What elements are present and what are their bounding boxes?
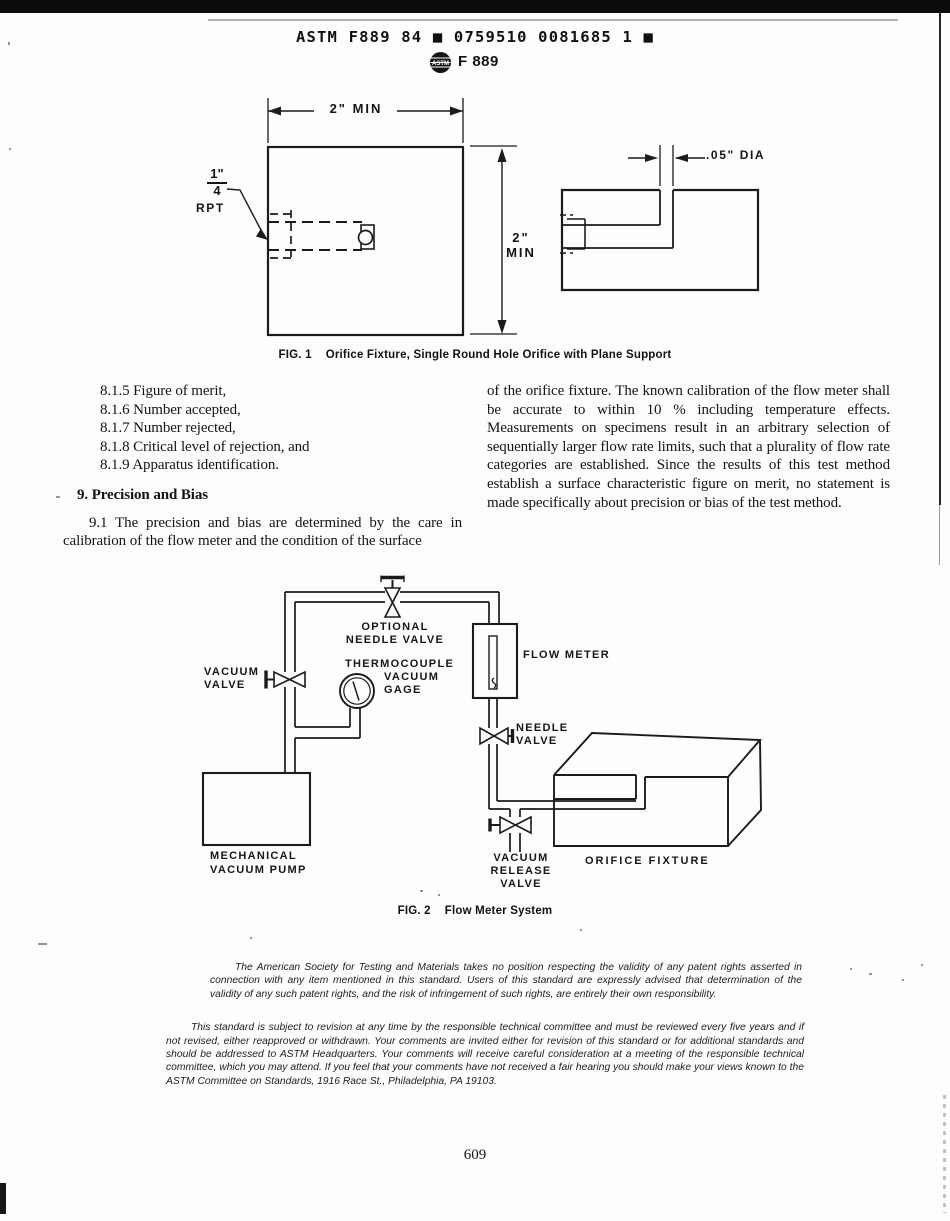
scan-speck	[250, 937, 252, 939]
orifice-fixture-label: ORIFICE FIXTURE	[585, 855, 710, 867]
scan-speck	[921, 964, 923, 966]
label-line: VALVE	[516, 735, 558, 747]
needle-valve-symbol	[479, 726, 515, 746]
list-item: 8.1.5 Figure of merit,	[100, 383, 227, 399]
label-line: VALVE	[204, 679, 246, 691]
flow-meter-symbol	[471, 622, 519, 700]
page-number: 609	[463, 1147, 487, 1163]
vacuum-pump-label: MECHANICAL VACUUM PUMP	[210, 849, 307, 877]
fig1-thread-fraction: 1" 4	[201, 167, 233, 198]
label-line: VACUUM PUMP	[210, 864, 307, 876]
left-column: 8.1.5 Figure of merit, 8.1.6 Number acce…	[63, 382, 462, 551]
orifice-fixture-symbol	[553, 732, 763, 847]
fig1-height-dimension-label: 2" MIN	[498, 230, 544, 260]
fig1-width-dimension-label: 2" MIN	[329, 101, 383, 116]
fig2-caption: FIG. 2 Flow Meter System	[0, 905, 950, 917]
fig1-diameter-dimension-label: .05" DIA	[706, 148, 766, 162]
scan-bottom-left-mark	[0, 1183, 6, 1214]
fig2-caption-title: Flow Meter System	[444, 905, 553, 917]
scan-right-edge-faded	[939, 505, 940, 565]
fraction-numerator: 1"	[207, 167, 227, 184]
document-code: F 889	[458, 53, 499, 70]
vacuum-valve-label: VACUUM VALVE	[204, 666, 259, 692]
footer-notes: The American Society for Testing and Mat…	[166, 961, 804, 1088]
scan-right-edge	[939, 13, 941, 505]
label-line: NEEDLE	[516, 722, 569, 734]
orifice-front-view	[226, 98, 517, 337]
vacuum-valve-symbol	[264, 670, 306, 689]
scan-right-edge-dotted	[943, 1095, 946, 1213]
label-line: VACUUM	[493, 852, 549, 864]
astm-logo-icon: ASTM	[430, 52, 451, 73]
fig1-height-dim-line2: MIN	[506, 245, 536, 260]
revision-notice: This standard is subject to revision at …	[166, 1022, 804, 1087]
fig1-height-dim-line1: 2"	[512, 230, 530, 245]
scan-speck	[902, 979, 904, 981]
header-standard-code: ASTM F889 84 ■ 0759510 0081685 1 ■	[295, 28, 655, 46]
fig1-caption-title: Orifice Fixture, Single Round Hole Orifi…	[325, 349, 672, 361]
svg-text:ASTM: ASTM	[432, 61, 449, 67]
scan-speck	[8, 42, 10, 45]
right-column: of the orifice fixture. The known calibr…	[487, 382, 890, 512]
optional-needle-valve-symbol	[380, 575, 405, 618]
label-line: VACUUM	[204, 666, 260, 678]
list-item: 8.1.7 Number rejected,	[100, 420, 236, 437]
scan-divider-line	[208, 19, 898, 21]
vacuum-release-valve-label: VACUUM RELEASE VALVE	[485, 852, 557, 891]
scan-speck	[420, 890, 423, 892]
fig1-caption: FIG. 1 Orifice Fixture, Single Round Hole…	[0, 349, 950, 361]
label-line: VALVE	[500, 878, 542, 890]
label-line: GAGE	[384, 684, 422, 696]
label-line: THERMOCOUPLE	[345, 658, 455, 670]
list-item: 8.1.9 Apparatus identification.	[100, 457, 279, 474]
vacuum-release-valve-symbol	[488, 815, 532, 835]
list-item: 8.1.6 Number accepted,	[100, 401, 241, 418]
scan-speck	[56, 496, 60, 498]
paragraph-continuation: of the orifice fixture. The known calibr…	[487, 383, 890, 511]
vacuum-pump-symbol	[201, 771, 312, 847]
needle-valve-label: NEEDLE VALVE	[516, 722, 568, 748]
scan-speck	[580, 929, 582, 931]
flow-meter-label: FLOW METER	[523, 649, 610, 661]
scan-top-bar	[0, 0, 950, 13]
orifice-side-view	[560, 145, 760, 292]
label-line: MECHANICAL	[210, 850, 297, 862]
scan-speck	[9, 148, 11, 150]
section-heading: 9. Precision and Bias	[77, 486, 208, 503]
label-line: VACUUM	[384, 671, 440, 683]
fraction-denominator: 4	[213, 183, 221, 198]
scan-speck	[869, 973, 872, 975]
paragraph-9-1: 9.1 The precision and bias are determine…	[63, 514, 462, 550]
list-item: 8.1.8 Critical level of rejection, and	[100, 438, 310, 455]
thermocouple-gage-label: THERMOCOUPLE VACUUM GAGE	[345, 658, 454, 697]
scan-speck	[38, 943, 47, 945]
label-line: RELEASE	[490, 865, 552, 877]
fig1-caption-number: FIG. 1	[278, 349, 312, 361]
label-line: NEEDLE VALVE	[345, 634, 445, 646]
scan-speck	[850, 968, 852, 970]
optional-needle-valve-label: OPTIONAL NEEDLE VALVE	[330, 621, 460, 647]
scan-speck	[438, 894, 440, 896]
patent-disclaimer: The American Society for Testing and Mat…	[210, 962, 802, 1000]
label-line: OPTIONAL	[361, 621, 429, 633]
fig1-rpt-label: RPT	[196, 201, 225, 215]
fig2-caption-number: FIG. 2	[397, 905, 431, 917]
